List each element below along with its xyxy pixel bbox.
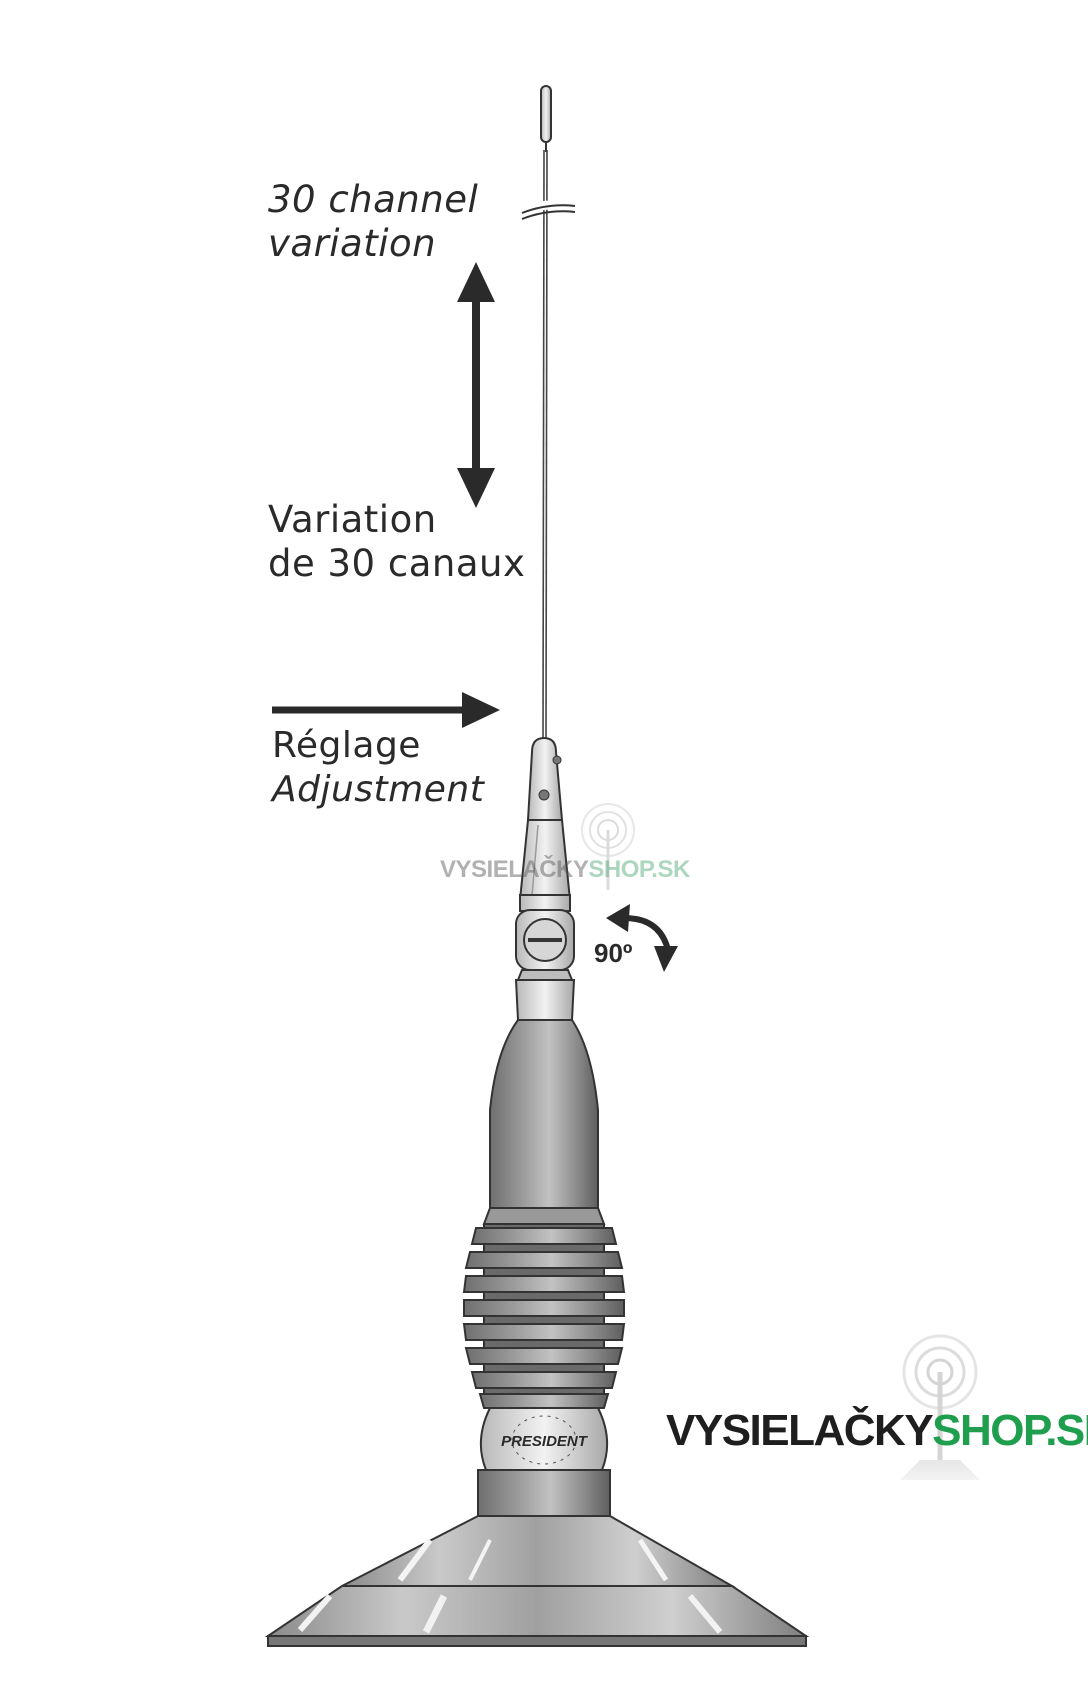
arrow-right-icon [272, 692, 500, 728]
channel-variation-label-en: 30 channel variation [268, 178, 478, 266]
body-housing [482, 1019, 606, 1225]
whip-tip [540, 85, 552, 152]
base-collar [477, 1469, 611, 1517]
tilt-angle-label: 90º [594, 938, 633, 968]
adjustment-label: Réglage Adjustment [272, 724, 484, 812]
adjustment-clamp [518, 736, 572, 901]
antenna-watermark-icon [581, 803, 635, 890]
watermark-part1: VYSIELAČKY [440, 856, 589, 883]
label-line: Variation [268, 498, 437, 541]
arrow-double-vertical-icon [457, 262, 495, 508]
antenna-watermark-icon [900, 1334, 980, 1480]
pivot-joint [515, 894, 575, 981]
magnetic-base [264, 1515, 810, 1647]
label-line: 30 channel [268, 178, 479, 221]
adjustment-label-fr: Réglage [272, 725, 421, 766]
curved-rotate-arrow-icon [606, 904, 678, 972]
label-line: de 30 canaux [268, 542, 526, 585]
watermark-part2: SHOP.SK [932, 1406, 1088, 1455]
watermark-part2: SHOP.SK [588, 856, 690, 883]
channel-variation-label-fr: Variation de 30 canaux [268, 498, 525, 586]
break-mark [521, 197, 576, 220]
coil-fins [462, 1223, 626, 1409]
watermark-part1: VYSIELAČKY [666, 1406, 934, 1455]
watermark-small: VYSIELAČKYSHOP.SK [440, 856, 690, 884]
president-logo-text: PRESIDENT [501, 1433, 589, 1450]
label-line: variation [268, 222, 437, 265]
adjustment-label-en: Adjustment [272, 769, 485, 810]
neck-collar [514, 979, 576, 1021]
watermark-logo[interactable]: VYSIELAČKYSHOP.SK [666, 1406, 1088, 1456]
whip-rod [542, 149, 548, 741]
